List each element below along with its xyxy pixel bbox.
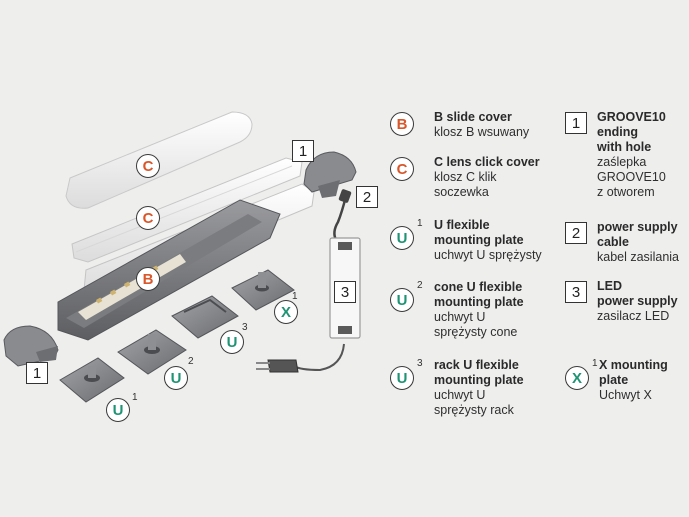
callout-u3-sup: 3 [242, 322, 248, 333]
callout-u1: U [106, 398, 130, 422]
legend-u2-icon: U [390, 288, 414, 312]
callout-1-right: 1 [292, 140, 314, 162]
callout-x-sup: 1 [292, 291, 298, 302]
legend-u3-sup: 3 [417, 358, 423, 369]
end-cap-left [3, 325, 59, 367]
legend-2-icon: 2 [565, 222, 587, 244]
mounting-plate-x [231, 269, 295, 311]
end-cap-right [303, 151, 357, 198]
legend-c-icon: C [390, 157, 414, 181]
mounting-plate-u3 [171, 295, 239, 339]
legend-1-title: GROOVE10 ending with hole [597, 110, 666, 154]
legend-u1-title: U flexible mounting plate [434, 218, 524, 247]
power-cable [293, 189, 352, 372]
callout-c-top: C [136, 154, 160, 178]
legend-b-icon: B [390, 112, 414, 136]
legend-u3-subtitle: uchwyt U sprężysty rack [434, 388, 514, 417]
legend-b-subtitle: klosz B wsuwany [434, 125, 530, 139]
legend-c-title: C lens click cover [434, 155, 540, 169]
legend-1-subtitle: zaślepka GROOVE10 z otworem [597, 155, 666, 199]
slide-cover-b [65, 111, 253, 209]
legend-u1-sup: 1 [417, 218, 423, 229]
legend-c-subtitle: klosz C klik soczewka [434, 170, 497, 199]
callout-2: 2 [356, 186, 378, 208]
legend-x-title: X mounting plate [599, 358, 668, 387]
legend-u1-icon: U [390, 226, 414, 250]
callout-u1-sup: 1 [132, 392, 138, 403]
callout-c-lens: C [136, 206, 160, 230]
legend-x-sup: 1 [592, 358, 598, 369]
legend-u3-icon: U [390, 366, 414, 390]
callout-b: B [136, 267, 160, 291]
callout-u3: U [220, 330, 244, 354]
legend-x-icon: X [565, 366, 589, 390]
callout-3: 3 [334, 281, 356, 303]
legend-2-subtitle: kabel zasilania [597, 250, 679, 264]
legend-u2-subtitle: uchwyt U sprężysty cone [434, 310, 518, 339]
lens-cover-c [71, 157, 303, 263]
legend-3-icon: 3 [565, 281, 587, 303]
callout-1-left: 1 [26, 362, 48, 384]
legend-b-title: B slide cover [434, 110, 512, 124]
legend-u2-sup: 2 [417, 280, 423, 291]
legend-3-title: LED power supply [597, 279, 678, 308]
mounting-plate-u2 [117, 329, 187, 375]
callout-x: X [274, 300, 298, 324]
power-plug [256, 359, 299, 373]
legend-3-subtitle: zasilacz LED [597, 309, 670, 323]
legend-x-subtitle: Uchwyt X [599, 388, 652, 402]
callout-u2: U [164, 366, 188, 390]
legend-u3-title: rack U flexible mounting plate [434, 358, 524, 387]
legend-1-icon: 1 [565, 112, 587, 134]
legend-u2-title: cone U flexible mounting plate [434, 280, 524, 309]
callout-u2-sup: 2 [188, 356, 194, 367]
legend-2-title: power supply cable [597, 220, 678, 249]
mounting-plate-u1 [59, 357, 125, 403]
legend-u1-subtitle: uchwyt U sprężysty [434, 248, 542, 262]
